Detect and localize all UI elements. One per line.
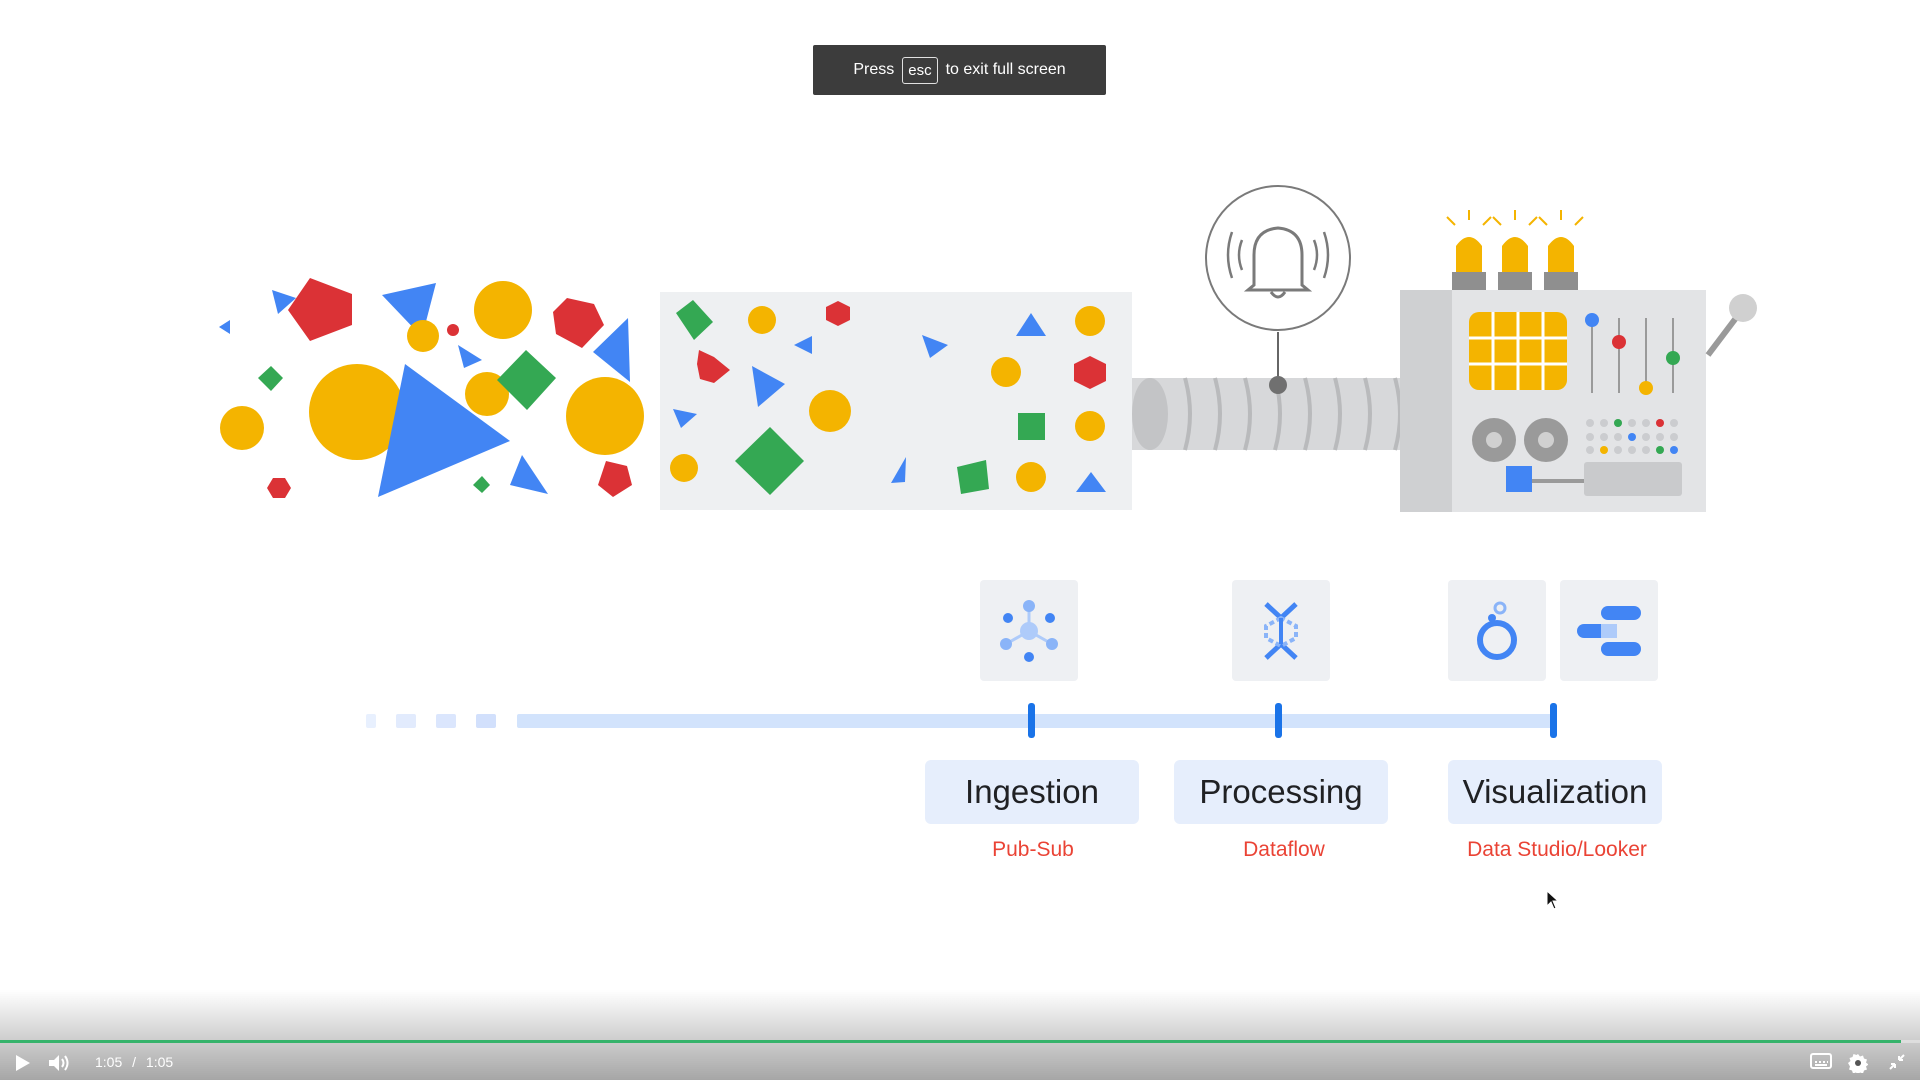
dataflow-icon [1264,601,1298,660]
looker-icon-tile [1448,580,1546,681]
scattered-shapes [219,278,644,498]
fullscreen-notice-suffix: to exit full screen [945,61,1066,78]
fullscreen-notice: Press esc to exit full screen [813,45,1106,95]
volume-button[interactable] [48,1053,72,1073]
settings-button[interactable] [1848,1053,1868,1073]
stage-visualization: Visualization [1448,760,1662,824]
volume-icon [49,1055,69,1071]
stage-ingestion: Ingestion [925,760,1139,824]
esc-key-badge: esc [902,56,938,84]
dataflow-icon-tile [1232,580,1330,681]
current-time: 1:05 [95,1054,123,1070]
conveyor-box [660,292,1132,510]
data-studio-icon [1577,605,1641,656]
controls-gradient [0,990,1920,1080]
progress-fill [0,1040,1901,1043]
captions-button[interactable] [1810,1053,1832,1069]
time-display: 1:05 / 1:05 [95,1054,173,1070]
gear-icon [1848,1054,1868,1073]
tool-dataflow: Dataflow [1243,838,1325,861]
player-controls [0,1043,1920,1080]
dashboard-machine [1400,210,1757,512]
pubsub-icon-tile [980,580,1078,681]
play-icon [16,1055,30,1071]
looker-icon [1477,601,1517,660]
pubsub-icon [1000,599,1058,662]
fullscreen-notice-prefix: Press [853,61,895,78]
mouse-cursor-icon [1546,890,1560,910]
data-pipeline-illustration [219,185,1757,512]
tool-pubsub: Pub-Sub [992,838,1074,861]
bell-icon [1205,185,1351,394]
tool-data-studio-looker: Data Studio/Looker [1467,838,1647,861]
time-separator: / [132,1054,137,1070]
pipeline-timeline [366,703,1557,738]
exit-fullscreen-icon [1889,1054,1905,1070]
duration: 1:05 [145,1054,174,1070]
stage-processing: Processing [1174,760,1388,824]
exit-fullscreen-button[interactable] [1888,1053,1906,1071]
data-studio-icon-tile [1560,580,1658,681]
play-button[interactable] [14,1053,32,1073]
captions-icon [1810,1053,1832,1069]
